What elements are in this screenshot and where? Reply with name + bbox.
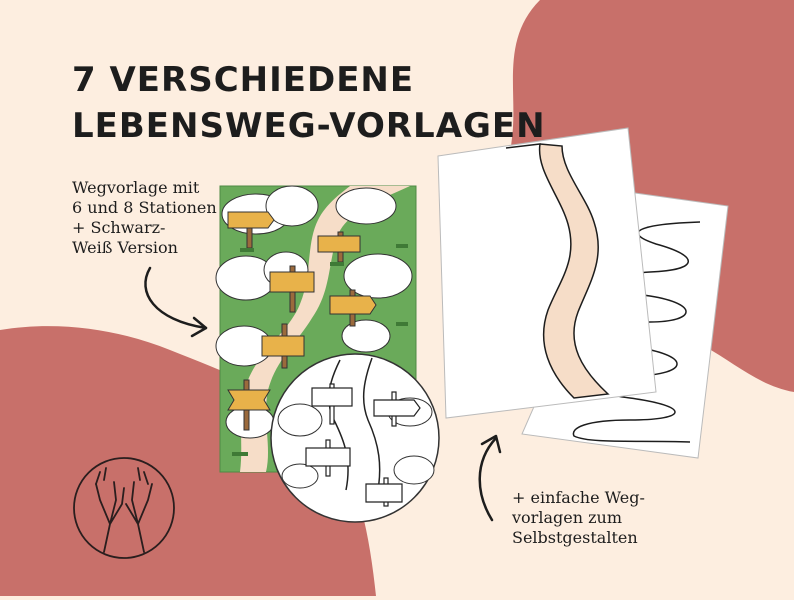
- page-title-line-2: LEBENSWEG-VORLAGEN: [72, 106, 546, 146]
- caption-line: 6 und 8 Stationen: [72, 198, 217, 217]
- caption-line: + Schwarz-: [72, 218, 166, 237]
- wide-path: [505, 143, 610, 399]
- simple-template-caption: + einfache Weg- vorlagen zum Selbstgesta…: [512, 488, 645, 548]
- grass-tufts: [232, 244, 408, 456]
- caption-line: Selbstgestalten: [512, 528, 638, 547]
- caption-line: + einfache Weg-: [512, 488, 645, 507]
- high-five-hands-logo-icon: [73, 457, 175, 559]
- signposts: [227, 211, 377, 431]
- caption-line: Wegvorlage mit: [72, 178, 200, 197]
- page-title-line-1: 7 VERSCHIEDENE: [72, 60, 415, 100]
- curved-arrow-right-icon: [144, 266, 208, 338]
- caption-line: vorlagen zum: [512, 508, 622, 527]
- bw-version-magnifier: [270, 353, 440, 523]
- simple-path-template-1: [437, 127, 729, 459]
- caption-line: Weiß Version: [72, 238, 178, 257]
- curved-arrow-up-icon: [478, 434, 502, 522]
- color-template-caption: Wegvorlage mit 6 und 8 Stationen + Schwa…: [72, 178, 217, 258]
- bottom-left-blob: [0, 326, 376, 596]
